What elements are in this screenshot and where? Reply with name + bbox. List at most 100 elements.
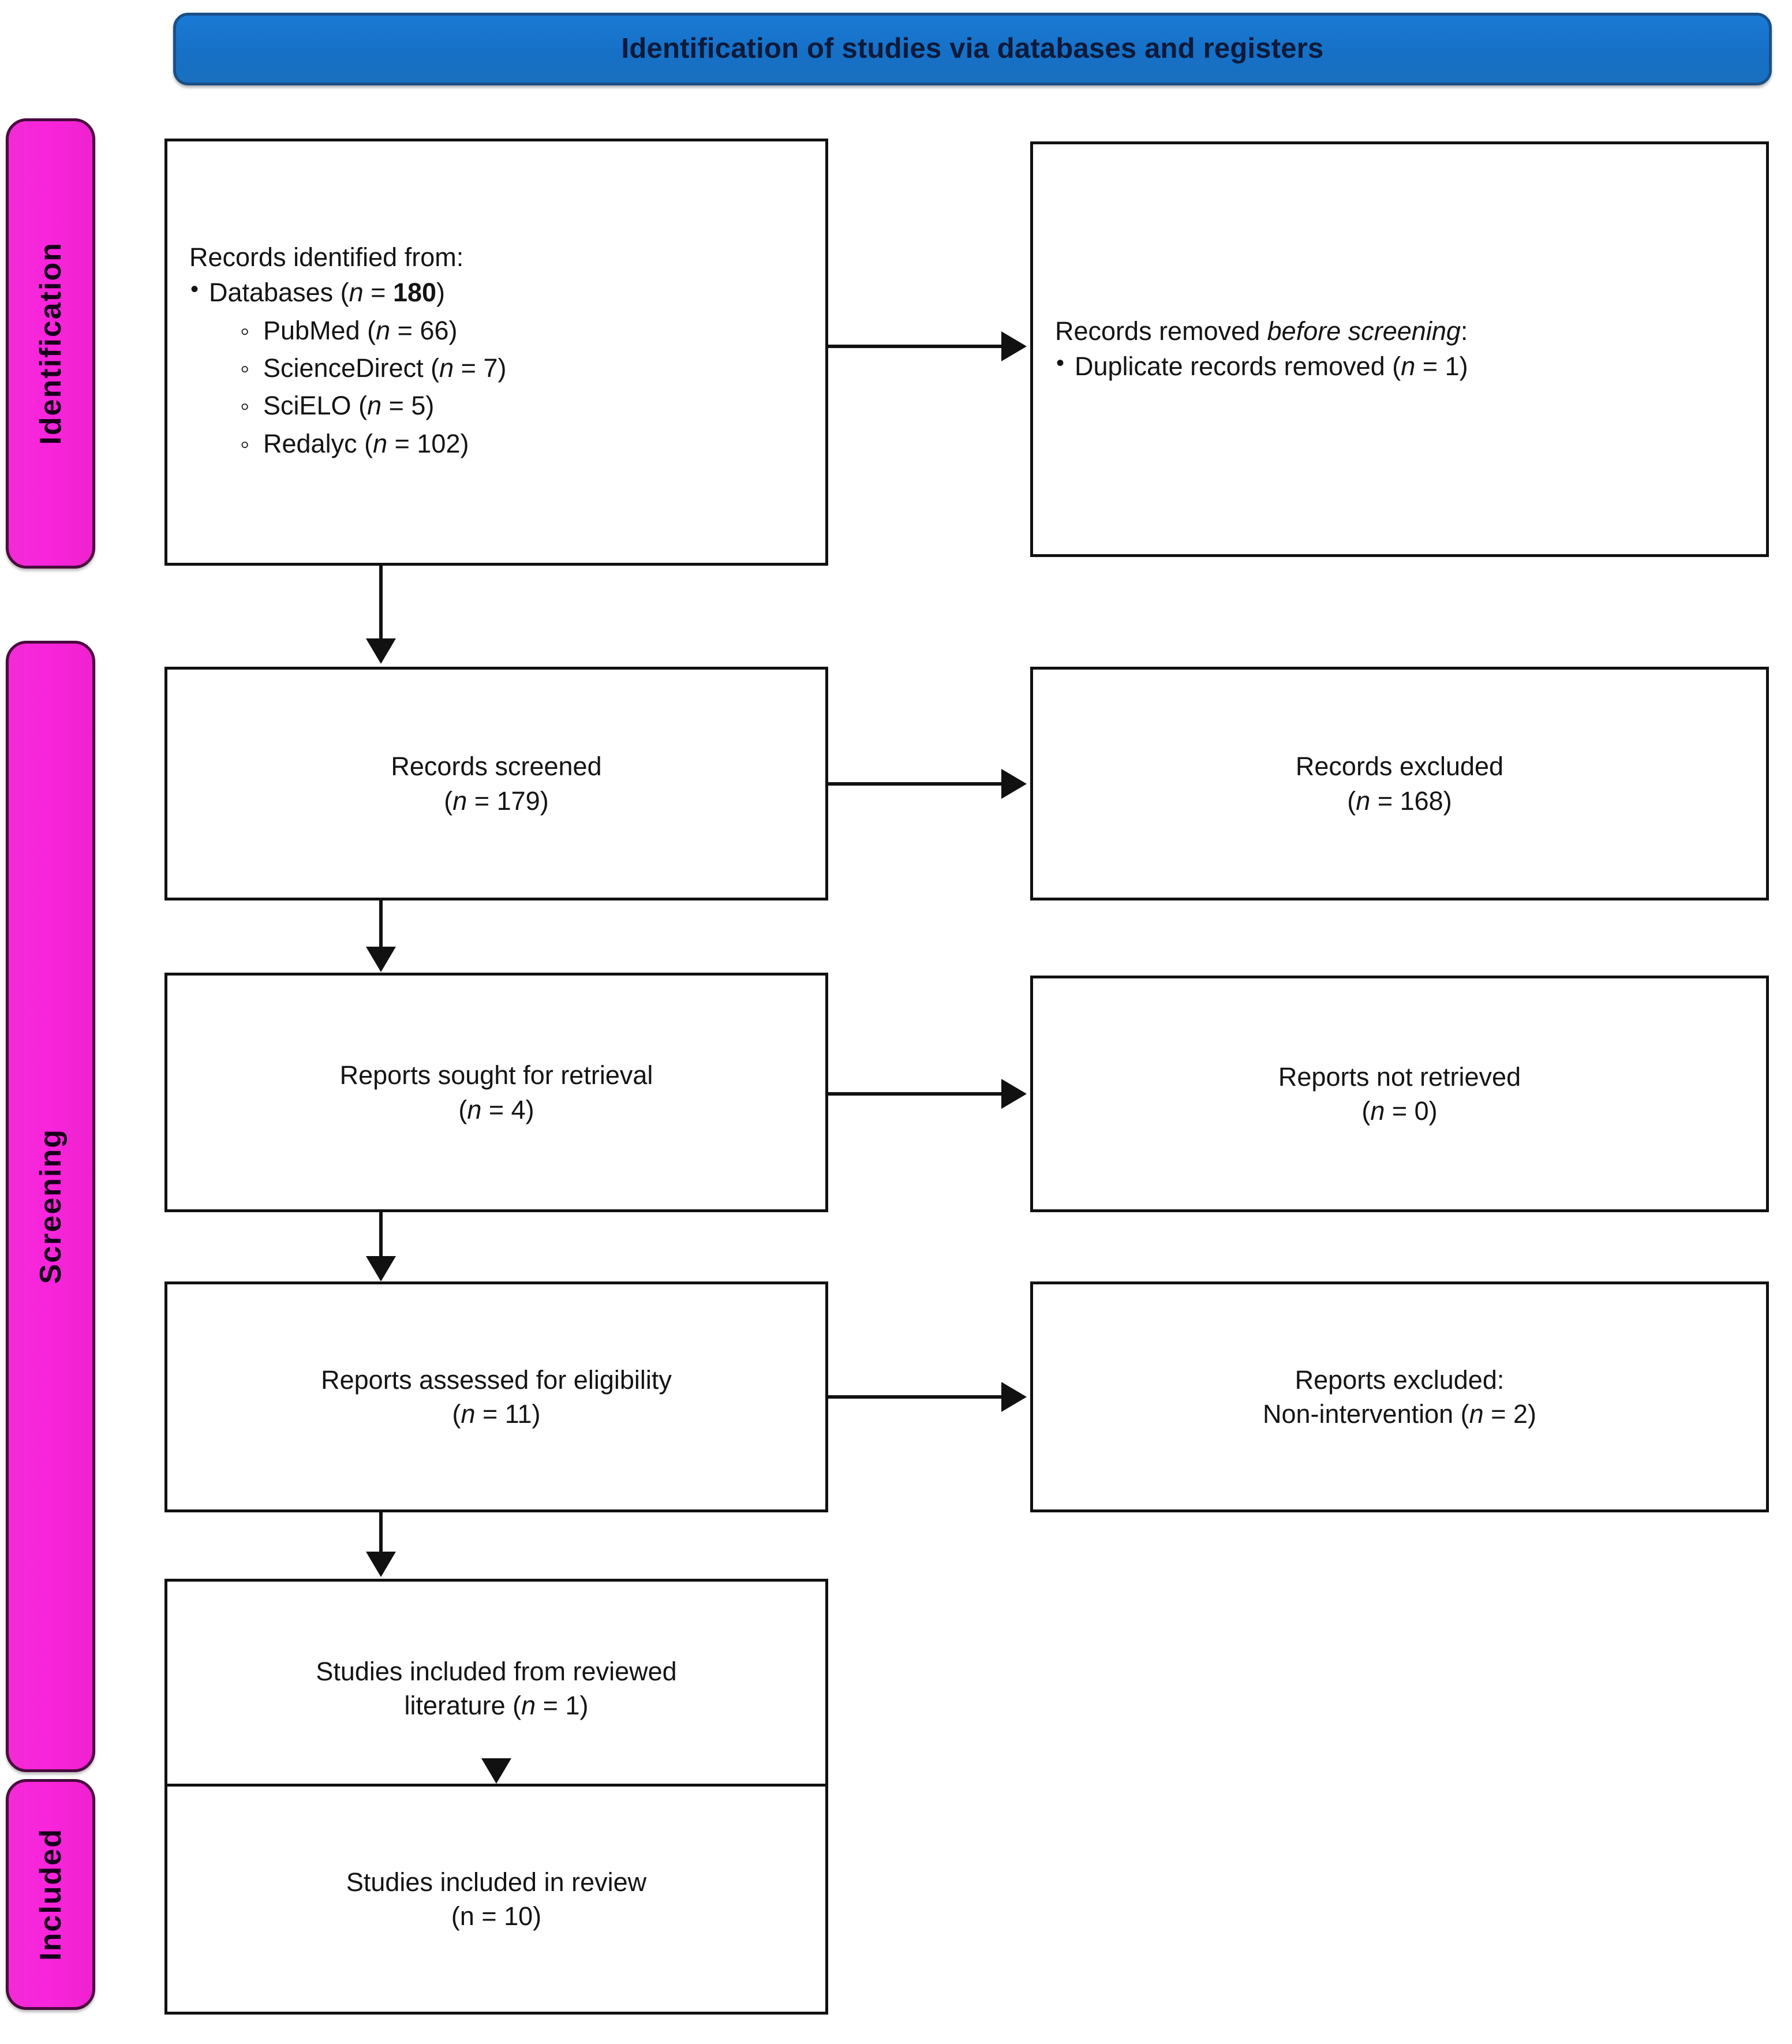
n-symbol: n	[467, 1094, 482, 1124]
records-identified-heading: Records identified from:	[189, 242, 464, 272]
arrow-assessed-to-included-literature	[366, 1552, 396, 1577]
records-removed-heading: Records removed before screening:	[1055, 314, 1744, 348]
n-symbol: n	[461, 1399, 476, 1429]
paren-open: (	[444, 786, 453, 816]
connector-identified-to-removed	[828, 345, 1001, 348]
connector-screened-to-sought	[379, 900, 383, 948]
sciencedirect-value: 7	[483, 353, 498, 383]
stage-label-identification: Identification	[33, 242, 68, 445]
n-symbol: n	[1469, 1399, 1484, 1429]
eq-sign: =	[536, 1691, 566, 1720]
reports-sought-count: (n = 4)	[189, 1093, 803, 1127]
paren-close: )	[540, 786, 549, 816]
n-symbol: n	[521, 1691, 536, 1720]
reports-assessed-value: 11	[504, 1399, 532, 1429]
reports-excluded-value: 2	[1513, 1399, 1528, 1429]
redalyc-value: 102	[417, 428, 461, 458]
paren-open: (	[458, 1094, 467, 1124]
eq-sign: =	[467, 786, 497, 816]
arrow-screened-to-excluded	[1001, 769, 1027, 799]
records-screened-label: Records screened	[391, 752, 602, 782]
arrow-identified-to-removed	[1001, 331, 1027, 361]
duplicates-close: )	[1459, 352, 1468, 381]
arrow-sought-to-not-retrieved	[1001, 1079, 1027, 1109]
connector-sought-to-not-retrieved	[828, 1092, 1001, 1096]
connector-identified-to-screened	[379, 566, 383, 640]
eq-sign: =	[1385, 1096, 1415, 1126]
box-reports-assessed: Reports assessed for eligibility (n = 11…	[164, 1281, 828, 1512]
box-records-excluded: Records excluded (n = 168)	[1030, 667, 1769, 900]
reports-not-retrieved-label: Reports not retrieved	[1278, 1062, 1521, 1092]
stage-label-included: Included	[33, 1828, 68, 1961]
box-reports-sought: Reports sought for retrieval (n = 4)	[164, 973, 828, 1212]
paren-open: (	[1361, 1096, 1371, 1126]
eq-sign: =	[481, 1094, 511, 1124]
eq-sign: =	[1483, 1399, 1513, 1429]
records-removed-list: Duplicate records removed (n = 1)	[1055, 348, 1744, 383]
stage-bar-screening: Screening	[6, 641, 95, 1772]
arrow-sought-to-assessed	[366, 1256, 396, 1281]
eq-sign: =	[1370, 786, 1400, 816]
box-records-removed: Records removed before screening: Duplic…	[1030, 141, 1769, 557]
scielo-name: SciELO	[263, 391, 351, 421]
n-symbol: n	[1370, 1096, 1385, 1126]
connector-sought-to-assessed	[379, 1212, 383, 1257]
arrow-screened-to-sought	[366, 947, 396, 972]
reports-not-retrieved-value: 0	[1414, 1096, 1429, 1126]
reports-assessed-label: Reports assessed for eligibility	[321, 1365, 672, 1395]
list-item-sciencedirect: ScienceDirect (n = 7)	[240, 351, 803, 386]
duplicates-eq: =	[1415, 352, 1445, 381]
list-item-duplicates: Duplicate records removed (n = 1)	[1055, 348, 1744, 383]
paren-close: )	[1528, 1399, 1537, 1429]
reports-assessed-count: (n = 11)	[189, 1397, 803, 1431]
connector-assessed-to-included-literature	[379, 1512, 383, 1553]
studies-included-review-count: (n = 10)	[451, 1901, 542, 1931]
records-identified-list: Databases (n = 180) PubMed (n = 66) Scie…	[189, 274, 803, 462]
records-excluded-value: 168	[1400, 786, 1443, 816]
databases-close: )	[436, 278, 446, 308]
n-symbol: n	[1356, 786, 1371, 816]
arrow-included-literature-to-review	[481, 1758, 511, 1784]
n-symbol: n	[452, 786, 467, 816]
studies-included-literature-value: 1	[565, 1691, 580, 1720]
arrow-identified-to-screened	[366, 638, 396, 664]
reports-sought-value: 4	[511, 1094, 526, 1124]
box-records-identified: Records identified from: Databases (n = …	[164, 139, 828, 566]
pubmed-value: 66	[420, 315, 449, 345]
list-item-pubmed: PubMed (n = 66)	[240, 313, 803, 349]
list-item-redalyc: Redalyc (n = 102)	[240, 427, 803, 462]
stage-bar-identification: Identification	[6, 118, 95, 569]
stage-bar-included: Included	[6, 1779, 95, 2010]
records-excluded-count: (n = 168)	[1055, 784, 1744, 818]
pubmed-name: PubMed	[263, 315, 360, 345]
scielo-value: 5	[411, 391, 426, 421]
records-removed-heading-colon: :	[1460, 316, 1468, 346]
box-reports-excluded-reasons: Reports excluded: Non-intervention (n = …	[1030, 1281, 1769, 1512]
sciencedirect-name: ScienceDirect	[263, 353, 424, 383]
duplicates-value: 1	[1445, 352, 1460, 381]
studies-included-literature-label: literature (	[404, 1691, 522, 1720]
scielo-n-symbol: n	[367, 391, 382, 421]
duplicates-label: Duplicate records removed (	[1075, 352, 1401, 381]
connector-assessed-to-reports-excluded	[828, 1395, 1001, 1399]
eq-sign: =	[475, 1399, 505, 1429]
list-item-databases: Databases (n = 180) PubMed (n = 66) Scie…	[189, 274, 803, 462]
pubmed-n-symbol: n	[376, 315, 391, 345]
studies-included-review-label: Studies included in review	[346, 1867, 647, 1897]
records-removed-heading-italic: before screening	[1267, 316, 1461, 346]
stage-label-screening: Screening	[33, 1129, 68, 1284]
redalyc-n-symbol: n	[373, 428, 388, 458]
databases-value: 180	[392, 278, 437, 308]
paren-close: )	[1428, 1096, 1438, 1126]
paren-open: (	[1347, 786, 1356, 816]
records-screened-count: (n = 179)	[189, 784, 803, 818]
studies-included-literature-line1: Studies included from reviewed	[316, 1656, 677, 1686]
paren-close: )	[1443, 786, 1452, 816]
header-title: Identification of studies via databases …	[621, 33, 1324, 65]
duplicates-n-symbol: n	[1401, 352, 1416, 381]
reports-excluded-reason-label: Non-intervention (	[1262, 1399, 1469, 1429]
databases-eq: =	[363, 278, 393, 308]
paren-close: )	[525, 1094, 534, 1124]
paren-close: )	[579, 1691, 589, 1720]
